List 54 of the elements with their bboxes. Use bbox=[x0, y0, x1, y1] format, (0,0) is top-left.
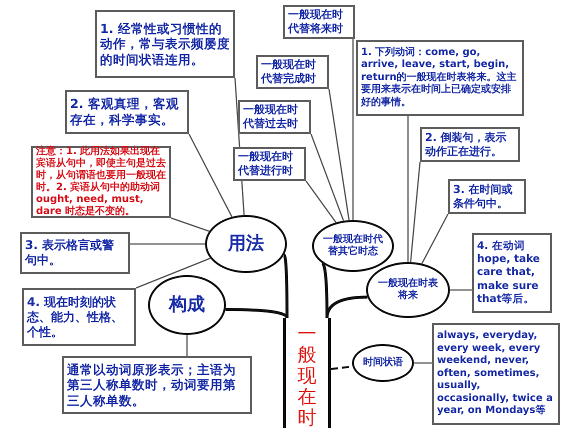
node-text: 一般现在时代替过去时 bbox=[243, 103, 299, 131]
node-text: 4. 现在时刻的状态、能力、性格、个性。 bbox=[27, 294, 124, 340]
note-box bbox=[472, 233, 552, 313]
leader-line bbox=[170, 217, 210, 232]
node-text: 注意：1. 此用法如果出现在宾语从句中，即使主句是过去时，从句谓语也要用一般现在时。2. 宾语从句中的助动词ought, need, must, dare 时态是不变的。 bbox=[36, 146, 166, 218]
leader-line bbox=[450, 289, 472, 291]
node-text: 1. 下列动词：come, go, arrive, leave, start, begin, return的一般现在时表将来。这主要用来表示在时间上已确定或安排好的事情。 bbox=[361, 46, 518, 110]
node-text: 时间状语 bbox=[363, 356, 403, 370]
leader-line bbox=[310, 134, 344, 221]
node-text: 3. 在时间或条件句中。 bbox=[453, 182, 514, 210]
node-text: always, everyday, every week, every weekend, never, often, sometimes, usually, occasionally, twice a year, on Mondays等 bbox=[437, 330, 554, 418]
node-text: 一般现在时代替其它时态 bbox=[322, 234, 384, 258]
node-text: 构成 bbox=[169, 294, 205, 316]
note-box bbox=[95, 10, 235, 78]
leader-line bbox=[414, 362, 432, 364]
tree-branch bbox=[282, 254, 288, 318]
note-box bbox=[233, 147, 306, 181]
leader-line bbox=[407, 116, 409, 262]
tree-trunk bbox=[283, 318, 331, 428]
node-text: 一般现在时代替进行时 bbox=[238, 150, 294, 178]
leader-line bbox=[421, 214, 449, 264]
node-text: 一般现在时代替将来时 bbox=[288, 8, 344, 36]
note-box bbox=[256, 55, 329, 89]
node-text: 一般现在时表将来 bbox=[377, 278, 439, 302]
node-text: 4. 在动词hope, take care that, make sure that等后。 bbox=[477, 240, 541, 306]
tree-branch bbox=[226, 308, 288, 318]
note-box bbox=[20, 232, 130, 274]
node-text: 3. 表示格言或警句中。 bbox=[25, 238, 116, 268]
leader-line bbox=[186, 335, 188, 356]
note-box bbox=[62, 356, 252, 414]
leader-line bbox=[188, 134, 232, 218]
node-text: 一般现在时代替完成时 bbox=[261, 58, 317, 86]
node-text: 2. 倒装句，表示动作正在进行。 bbox=[425, 130, 508, 158]
note-box bbox=[283, 5, 355, 39]
tree-branch bbox=[326, 296, 368, 318]
note-box bbox=[65, 90, 189, 134]
node-text: 2. 客观真理，客观存在，科学事实。 bbox=[70, 96, 180, 128]
vertical-title: 一般现在时 bbox=[298, 324, 316, 428]
note-box bbox=[420, 127, 520, 162]
leader-line bbox=[130, 243, 205, 245]
note-box bbox=[432, 323, 560, 425]
note-box bbox=[448, 179, 526, 214]
leader-line bbox=[352, 39, 354, 220]
node-text: 用法 bbox=[228, 232, 264, 256]
leader-line bbox=[136, 258, 211, 289]
leader-line bbox=[328, 88, 350, 220]
note-box bbox=[356, 40, 524, 116]
node-text: 通常以动词原形表示；主语为第三人称单数时，动词要用第三人称单数。 bbox=[67, 362, 237, 408]
node-text: 1. 经常性或习惯性的动作，常与表示频屡度的时间状语连用。 bbox=[100, 20, 230, 68]
tree-branch bbox=[320, 262, 328, 318]
note-box bbox=[22, 288, 136, 346]
leader-line bbox=[305, 180, 336, 223]
leader-line bbox=[410, 162, 421, 262]
note-box bbox=[238, 100, 311, 134]
